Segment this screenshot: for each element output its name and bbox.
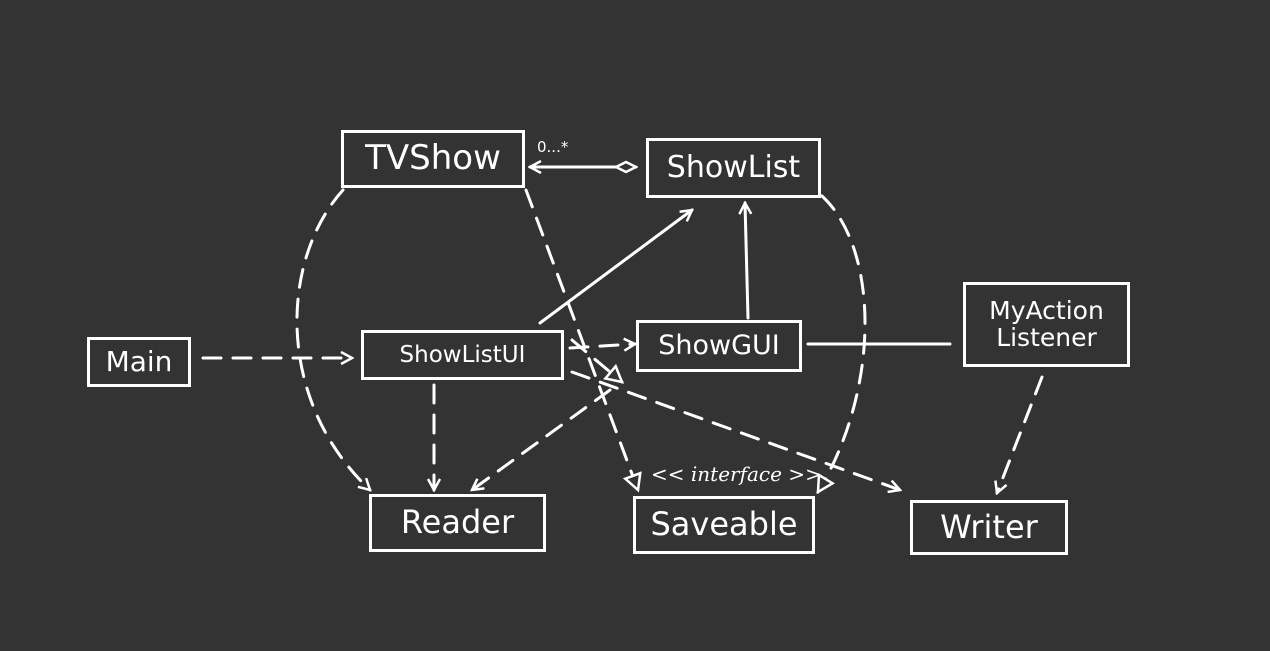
edge-showgui-showlist: [745, 203, 748, 320]
class-saveable: Saveable: [633, 496, 815, 554]
edge-tvshow-reader: [295, 188, 370, 490]
class-showgui: ShowGUI: [636, 320, 802, 372]
edge-myactionlistener-writer: [997, 375, 1044, 493]
edge-showlistui-saveable: [570, 338, 622, 382]
class-writer: Writer: [910, 500, 1068, 555]
edge-showgui-reader: [472, 388, 612, 490]
class-showlistui: ShowListUI: [361, 330, 564, 380]
class-showlist: ShowList: [646, 138, 821, 198]
class-main: Main: [87, 337, 191, 387]
interface-stereotype: << interface >>: [651, 462, 822, 486]
class-reader: Reader: [369, 494, 546, 552]
edge-showlist-saveable: [816, 194, 867, 492]
edge-tvshow-saveable: [524, 188, 638, 490]
class-myactionlistener: MyAction Listener: [963, 282, 1130, 367]
edge-showlistui-showlist: [538, 210, 692, 325]
class-tvshow: TVShow: [341, 130, 525, 188]
multiplicity-label: 0...*: [537, 138, 569, 156]
